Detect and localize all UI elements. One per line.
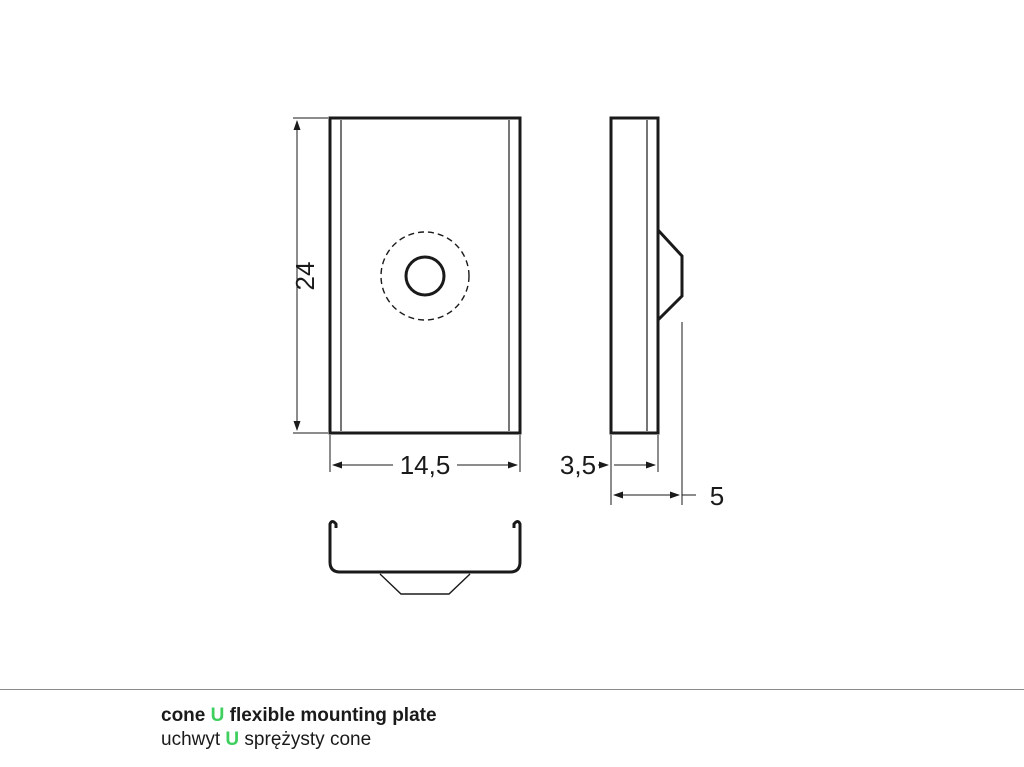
footer-divider xyxy=(0,689,1024,690)
mounting-hole xyxy=(404,255,446,297)
caption: cone U flexible mounting plate uchwyt U … xyxy=(161,704,437,752)
caption-accent-u: U xyxy=(210,705,225,726)
dimension-width-label: 14,5 xyxy=(400,450,451,480)
bottom-profile-view xyxy=(328,520,522,595)
u-channel-profile xyxy=(328,520,522,574)
front-outline xyxy=(328,116,522,435)
width-dimension: 14,5 xyxy=(329,435,521,480)
cone-profile xyxy=(379,573,471,595)
cone-outline-dashed xyxy=(380,231,470,321)
side-outline xyxy=(609,116,660,435)
dimension-thickness-label: 3,5 xyxy=(560,450,596,480)
depth-dimension: 5 xyxy=(613,481,724,511)
thickness-dimension: 3,5 xyxy=(560,450,656,480)
dimension-height-label: 24 xyxy=(290,262,320,291)
side-cone-profile xyxy=(656,228,684,322)
dimension-depth-label: 5 xyxy=(710,481,724,511)
side-view xyxy=(609,116,684,505)
front-view xyxy=(328,116,522,435)
caption-polish: uchwyt U sprężysty cone xyxy=(161,729,372,750)
caption-english: cone U flexible mounting plate xyxy=(161,705,437,726)
technical-drawing: 24 14,5 3,5 5 xyxy=(290,116,724,595)
height-dimension: 24 xyxy=(290,117,328,434)
caption-accent-u-pl: U xyxy=(225,729,240,750)
